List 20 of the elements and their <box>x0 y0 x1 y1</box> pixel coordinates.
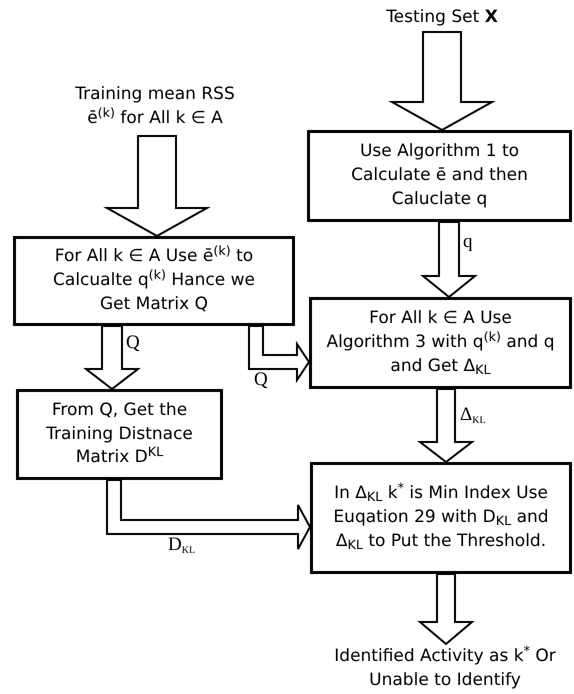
edge-label: D$_{KL}$ <box>168 535 196 554</box>
process-box: Use Algorithm 1 to Calculate ē and then Caluclate q <box>307 130 572 222</box>
block-arrow <box>417 573 475 646</box>
process-box: For All k ∈ A Use Algorithm 3 with q$^{(k)}$ and q and Get Δ$_{KL}$ <box>309 297 572 389</box>
edge-label: Q <box>126 333 140 352</box>
process-box: From Q, Get the Training Distnace Matrix D$^{KL}$ <box>16 389 223 480</box>
edge-label: Δ$_{KL}$ <box>460 405 486 424</box>
process-box: In Δ$_{KL}$ k$^{*}$ is Min Index Use Euqation 29 with D$_{KL}$ and Δ$_{KL}$ to Put the Threshold. <box>310 462 572 574</box>
block-arrow <box>417 388 475 464</box>
block-arrow <box>248 325 310 384</box>
flow-text: Testing Set X <box>352 4 532 32</box>
block-arrow <box>388 31 496 132</box>
flow-text: Identified Activity as k$^{*}$ Or Unable to Identify <box>320 644 570 694</box>
block-arrow <box>103 135 211 238</box>
block-arrow <box>106 479 312 550</box>
block-arrow <box>420 221 478 298</box>
flow-text: Training mean RSS ē$^{(k)}$ for All k ∈ A <box>60 78 250 136</box>
block-arrow <box>83 325 141 390</box>
edge-label: Q <box>254 370 268 389</box>
process-box: For All k ∈ A Use ē$^{(k)}$ to Calcualte q$^{(k)}$ Hance we Get Matrix Q <box>13 236 295 326</box>
